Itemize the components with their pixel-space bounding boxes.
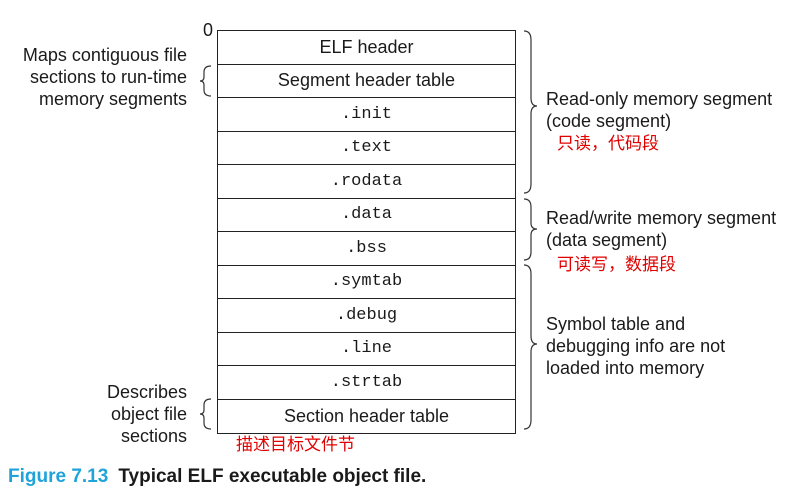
row-segment-header-table: Segment header table [218, 65, 515, 98]
note-line: (code segment) [546, 111, 672, 131]
note-line: Maps contiguous file [22, 45, 187, 65]
note-readonly-segment: Read-only memory segment (code segment) [546, 88, 772, 132]
note-line: memory segments [38, 89, 187, 109]
note-line: sections to run-time [29, 67, 187, 87]
row-strtab: .strtab [218, 366, 515, 400]
row-section-header-table: Section header table [283, 405, 450, 426]
right-brace-readonly [523, 30, 538, 194]
note-line: loaded into memory [546, 358, 705, 378]
note-symbols: Symbol table and debugging info are not … [546, 313, 725, 379]
note-line: (data segment) [546, 230, 668, 250]
cn-annotation-section-table: 描述目标文件节 [236, 435, 355, 455]
figure-number: Figure 7.13 [8, 466, 109, 487]
note-segment-table: Maps contiguous file sections to run-tim… [0, 44, 187, 110]
row-rodata: .rodata [218, 165, 515, 199]
figure-title: Typical ELF executable object file. [118, 466, 427, 487]
row-elf-header: ELF header [218, 31, 515, 65]
note-line: Symbol table and [546, 314, 686, 334]
note-readwrite-segment: Read/write memory segment (data segment) [546, 207, 776, 251]
row-data: .data [218, 199, 515, 232]
row-bss: .bss [218, 232, 515, 266]
cn-annotation-readonly: 只读，代码段 [557, 134, 659, 154]
figure-caption: Figure 7.13 Typical ELF executable object… [8, 466, 426, 488]
row-text: .text [218, 132, 515, 165]
elf-layout-table: ELF header Segment header table .init .t… [217, 30, 516, 434]
right-brace-readwrite [523, 198, 538, 261]
note-line: debugging info are not [546, 336, 726, 356]
note-line: sections [120, 426, 187, 446]
right-brace-symbols [523, 264, 538, 430]
note-line: object file [110, 404, 187, 424]
note-line: Read-only memory segment [546, 89, 773, 109]
row-line: .line [218, 333, 515, 366]
note-line: Describes [106, 382, 187, 402]
cn-annotation-readwrite: 可读写，数据段 [557, 255, 676, 275]
left-brace-section-table [199, 398, 212, 430]
left-brace-segment-table [199, 65, 212, 97]
row-debug: .debug [218, 299, 515, 333]
row-symtab: .symtab [218, 266, 515, 299]
offset-zero-label: 0 [203, 20, 214, 40]
note-line: Read/write memory segment [546, 208, 777, 228]
note-section-table: Describes object file sections [0, 381, 187, 447]
row-init: .init [218, 98, 515, 132]
